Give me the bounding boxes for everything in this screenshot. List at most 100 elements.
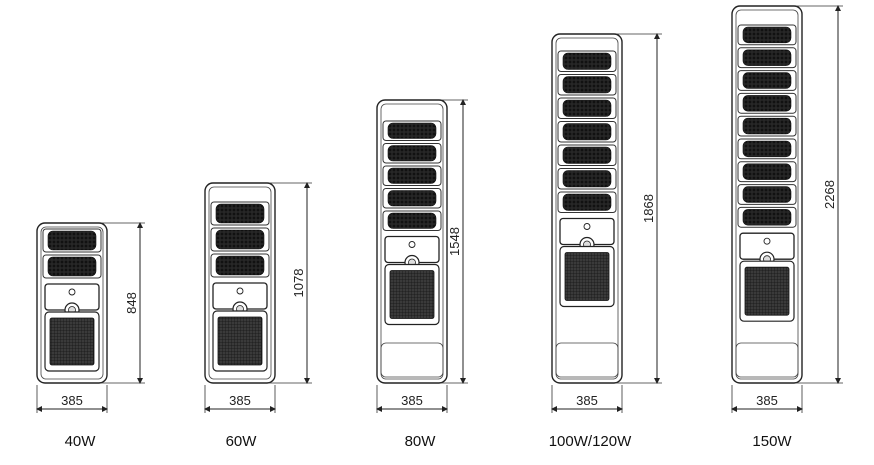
module-cells (387, 167, 437, 184)
solar-module (42, 228, 102, 253)
controller-section (739, 232, 795, 322)
solar-module (737, 138, 797, 160)
solar-module (737, 24, 797, 46)
module-cells (387, 190, 437, 207)
lamp-inner-frame (380, 103, 444, 380)
module-cells (742, 186, 792, 203)
width-dimension: 385 (376, 385, 448, 413)
indicator-icon (408, 241, 416, 248)
solar-module (557, 50, 617, 72)
wattage-label: 150W (752, 433, 792, 450)
solar-module (382, 210, 442, 231)
width-dimension: 385 (731, 385, 803, 413)
height-dimension: 2268 (796, 4, 843, 384)
solar-module (557, 191, 617, 213)
indicator-icon (583, 223, 591, 230)
height-value: 1078 (291, 269, 306, 298)
module-cells (387, 145, 437, 162)
module-cells (47, 230, 97, 251)
height-value: 1548 (447, 227, 462, 256)
solar-module (737, 206, 797, 228)
width-dimension: 385 (36, 385, 108, 413)
lamp-inner-frame (735, 9, 799, 380)
height-dimension: 1078 (269, 182, 312, 384)
lamp-1: 1078 385 60W (204, 182, 312, 450)
module-cells (387, 212, 437, 229)
lamp-inner-frame (208, 186, 272, 380)
module-cells (562, 123, 612, 141)
wattage-label: 40W (65, 433, 97, 450)
width-value: 385 (576, 393, 598, 408)
wattage-label: 80W (405, 433, 437, 450)
led-panel (564, 252, 610, 301)
module-cells (215, 203, 265, 224)
solar-module (737, 47, 797, 69)
width-value: 385 (229, 393, 251, 408)
height-dimension: 1868 (616, 33, 662, 384)
solar-module (382, 143, 442, 164)
wattage-label: 60W (226, 433, 258, 450)
solar-module (557, 168, 617, 190)
module-cells (562, 193, 612, 211)
solar-module (42, 254, 102, 279)
module-cells (742, 95, 792, 112)
led-panel (744, 266, 790, 316)
controller-section (44, 283, 100, 372)
solar-module (210, 253, 270, 278)
module-cells (47, 256, 97, 277)
lamp-base-panel (555, 342, 619, 378)
indicator-icon (68, 288, 76, 296)
solar-module (737, 115, 797, 137)
solar-module (557, 144, 617, 166)
module-cells (742, 140, 792, 158)
lamp-0: 848 385 40W (36, 222, 145, 450)
led-panel (49, 317, 95, 366)
module-cells (742, 163, 792, 180)
lamp-inner-frame (555, 37, 619, 380)
height-dimension: 1548 (441, 99, 468, 384)
controller-section (384, 235, 440, 326)
lamp-2: 1548 385 80W (376, 99, 468, 450)
module-cells (562, 76, 612, 94)
module-cells (742, 72, 792, 89)
led-panel (389, 270, 435, 319)
height-value: 1868 (641, 194, 656, 223)
solar-module (737, 184, 797, 205)
solar-module (557, 74, 617, 96)
lamp-base-panel (735, 342, 799, 378)
solar-module (210, 227, 270, 252)
width-value: 385 (61, 393, 83, 408)
solar-module (737, 161, 797, 183)
height-value: 848 (124, 292, 139, 314)
height-value: 2268 (822, 180, 837, 209)
controller-section (559, 217, 615, 308)
module-cells (562, 170, 612, 188)
controller-section (212, 282, 268, 372)
indicator-icon (763, 237, 771, 245)
width-dimension: 385 (551, 385, 623, 413)
module-cells (562, 52, 612, 70)
width-value: 385 (401, 393, 423, 408)
lamp-inner-frame (40, 226, 104, 380)
wattage-label: 100W/120W (549, 433, 632, 450)
module-cells (742, 117, 792, 135)
module-cells (215, 229, 265, 250)
led-panel (217, 316, 263, 366)
indicator-icon (236, 287, 244, 295)
solar-module (557, 97, 617, 119)
solar-module (382, 165, 442, 186)
solar-module (737, 92, 797, 114)
height-dimension: 848 (101, 222, 145, 384)
module-cells (387, 122, 437, 139)
width-value: 385 (756, 393, 778, 408)
module-cells (742, 209, 792, 226)
module-cells (562, 146, 612, 164)
module-cells (742, 26, 792, 44)
module-cells (215, 255, 265, 276)
solar-module (382, 120, 442, 141)
module-cells (742, 49, 792, 66)
width-dimension: 385 (204, 385, 276, 413)
module-cells (562, 99, 612, 117)
lamp-4: 2268 385 150W (731, 4, 843, 450)
